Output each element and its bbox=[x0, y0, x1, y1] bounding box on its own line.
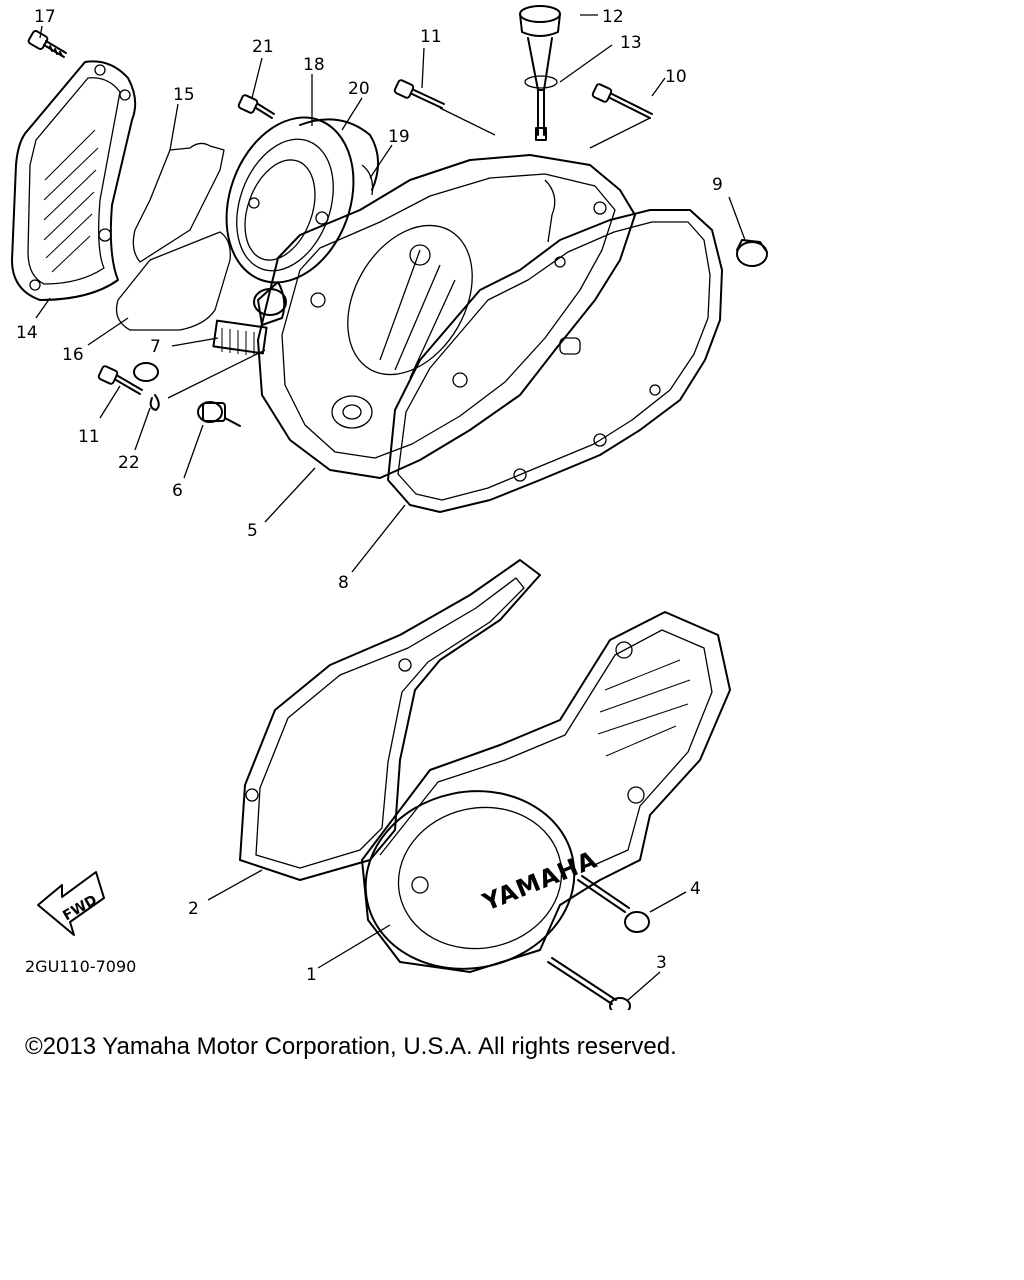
callout-9: 9 bbox=[712, 175, 723, 195]
part-16-plate bbox=[115, 231, 231, 331]
leader-lines bbox=[35, 14, 746, 1001]
part-10-bolt bbox=[591, 83, 653, 119]
part-19-seal bbox=[361, 164, 374, 196]
part-18-housing bbox=[225, 116, 379, 284]
callout-18: 18 bbox=[303, 55, 325, 75]
part-11-bolt-lower bbox=[97, 365, 143, 395]
callout-10: 10 bbox=[665, 67, 687, 87]
callout-2: 2 bbox=[188, 899, 199, 919]
part-22-clip bbox=[133, 362, 160, 411]
callout-6: 6 bbox=[172, 481, 183, 501]
part-9-plug bbox=[736, 239, 768, 267]
fwd-arrow-icon: FWD bbox=[37, 871, 105, 936]
callout-22: 22 bbox=[118, 453, 140, 473]
callout-11-bottom: 11 bbox=[78, 427, 100, 447]
callout-1: 1 bbox=[306, 965, 317, 985]
callout-3: 3 bbox=[656, 953, 667, 973]
diagram-code: 2GU110-7090 bbox=[25, 957, 136, 976]
part-1-side-cover: YAMAHA bbox=[361, 611, 731, 973]
cover-logo-text: YAMAHA bbox=[478, 845, 601, 917]
callout-21: 21 bbox=[252, 37, 274, 57]
part-5-crankcase-cover bbox=[253, 154, 636, 479]
callout-4: 4 bbox=[690, 879, 701, 899]
part-7-filter bbox=[212, 319, 268, 356]
callout-12: 12 bbox=[602, 7, 624, 27]
part-17-screw bbox=[27, 30, 67, 58]
callout-5: 5 bbox=[247, 521, 258, 541]
copyright-notice: ©2013 Yamaha Motor Corporation, U.S.A. A… bbox=[25, 1033, 677, 1060]
callout-17: 17 bbox=[34, 7, 56, 27]
callout-20: 20 bbox=[348, 79, 370, 99]
callout-13: 13 bbox=[620, 33, 642, 53]
callout-8: 8 bbox=[338, 573, 349, 593]
callout-15: 15 bbox=[173, 85, 195, 105]
part-21-bolt bbox=[237, 94, 275, 119]
callout-7: 7 bbox=[150, 337, 161, 357]
exploded-parts-diagram: YAMAHA FWD 2GU110-7090 bbox=[11, 5, 768, 1010]
callout-labels: 17 12 13 10 11 21 18 20 15 19 9 14 16 7 … bbox=[16, 7, 723, 985]
callout-19: 19 bbox=[388, 127, 410, 147]
callout-11-top: 11 bbox=[420, 27, 442, 47]
part-3-bolt bbox=[547, 957, 631, 1010]
part-11-bolt-upper bbox=[393, 79, 445, 109]
part-2-gasket bbox=[239, 559, 541, 881]
part-12-dipstick bbox=[519, 5, 561, 141]
part-15-gasket bbox=[132, 142, 225, 263]
part-14-cover bbox=[11, 60, 137, 301]
fwd-label: FWD bbox=[60, 892, 100, 924]
callout-14: 14 bbox=[16, 323, 38, 343]
callout-16: 16 bbox=[62, 345, 84, 365]
part-6-fitting bbox=[197, 401, 241, 427]
part-8-gasket bbox=[387, 209, 723, 513]
part-4-bolt bbox=[577, 875, 650, 933]
